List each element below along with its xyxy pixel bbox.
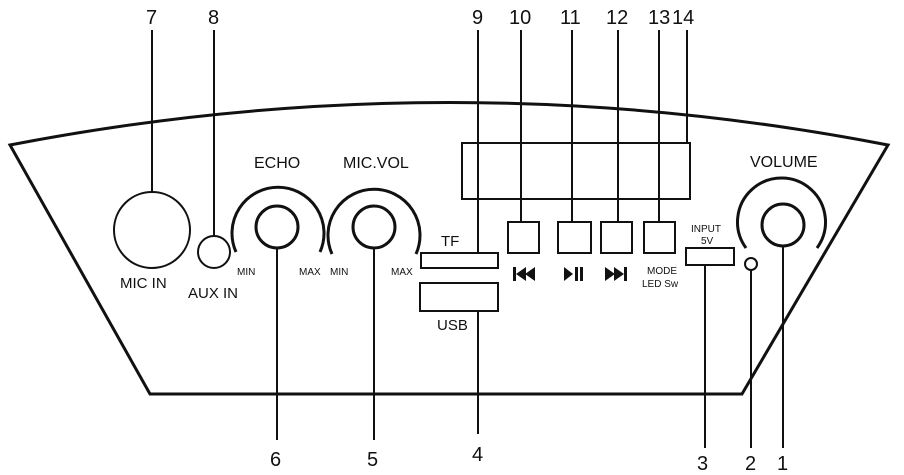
skip-previous-icon bbox=[513, 267, 535, 281]
skip-next-icon bbox=[605, 267, 627, 281]
mic-in-label: MIC IN bbox=[120, 275, 167, 292]
tf-card-slot[interactable] bbox=[420, 252, 499, 269]
aux-in-jack[interactable] bbox=[197, 235, 231, 269]
callout-14: 14 bbox=[672, 7, 694, 29]
aux-in-label: AUX IN bbox=[188, 285, 238, 302]
input-voltage-label: 5V bbox=[701, 236, 714, 247]
callout-11: 11 bbox=[560, 7, 581, 29]
next-button[interactable] bbox=[600, 221, 633, 254]
echo-min-label: MIN bbox=[237, 267, 255, 278]
mic-vol-knob-arc bbox=[326, 187, 422, 255]
volume-label: VOLUME bbox=[750, 154, 818, 171]
panel-outline bbox=[7, 101, 891, 396]
usb-port[interactable] bbox=[419, 282, 499, 312]
callout-8: 8 bbox=[208, 7, 219, 29]
mic-in-jack[interactable] bbox=[113, 191, 191, 269]
display-window bbox=[461, 142, 691, 200]
echo-label: ECHO bbox=[254, 155, 300, 172]
callout-5: 5 bbox=[367, 449, 378, 471]
play-pause-icon bbox=[564, 267, 583, 281]
input-label: INPUT bbox=[691, 224, 721, 235]
echo-knob-arc bbox=[230, 185, 326, 253]
mode-label: MODE bbox=[647, 266, 677, 277]
mic-vol-knob[interactable] bbox=[351, 204, 397, 250]
input-5v-port[interactable] bbox=[685, 247, 735, 266]
usb-label: USB bbox=[437, 317, 468, 334]
callout-9: 9 bbox=[472, 7, 483, 29]
callout-12: 12 bbox=[606, 7, 628, 29]
led-sw-label: LED Sw bbox=[642, 279, 679, 290]
callout-6: 6 bbox=[270, 449, 281, 471]
callout-2: 2 bbox=[745, 453, 756, 475]
volume-knob[interactable] bbox=[760, 202, 806, 248]
echo-knob[interactable] bbox=[254, 204, 300, 250]
volume-knob-arc bbox=[736, 176, 827, 249]
mic-vol-label: MIC.VOL bbox=[343, 155, 409, 172]
echo-max-label: MAX bbox=[299, 267, 321, 278]
mic-vol-max-label: MAX bbox=[391, 267, 413, 278]
play-pause-button[interactable] bbox=[557, 221, 592, 254]
mic-vol-min-label: MIN bbox=[330, 267, 348, 278]
callout-7: 7 bbox=[146, 7, 157, 29]
callout-4: 4 bbox=[472, 444, 483, 466]
led-indicator bbox=[744, 257, 758, 271]
tf-label: TF bbox=[441, 233, 459, 250]
mode-button[interactable] bbox=[643, 221, 676, 254]
callout-3: 3 bbox=[697, 453, 708, 475]
callout-1: 1 bbox=[777, 453, 788, 475]
callout-13: 13 bbox=[648, 7, 670, 29]
prev-button[interactable] bbox=[507, 221, 540, 254]
leader-lines bbox=[151, 30, 784, 448]
callout-10: 10 bbox=[509, 7, 531, 29]
